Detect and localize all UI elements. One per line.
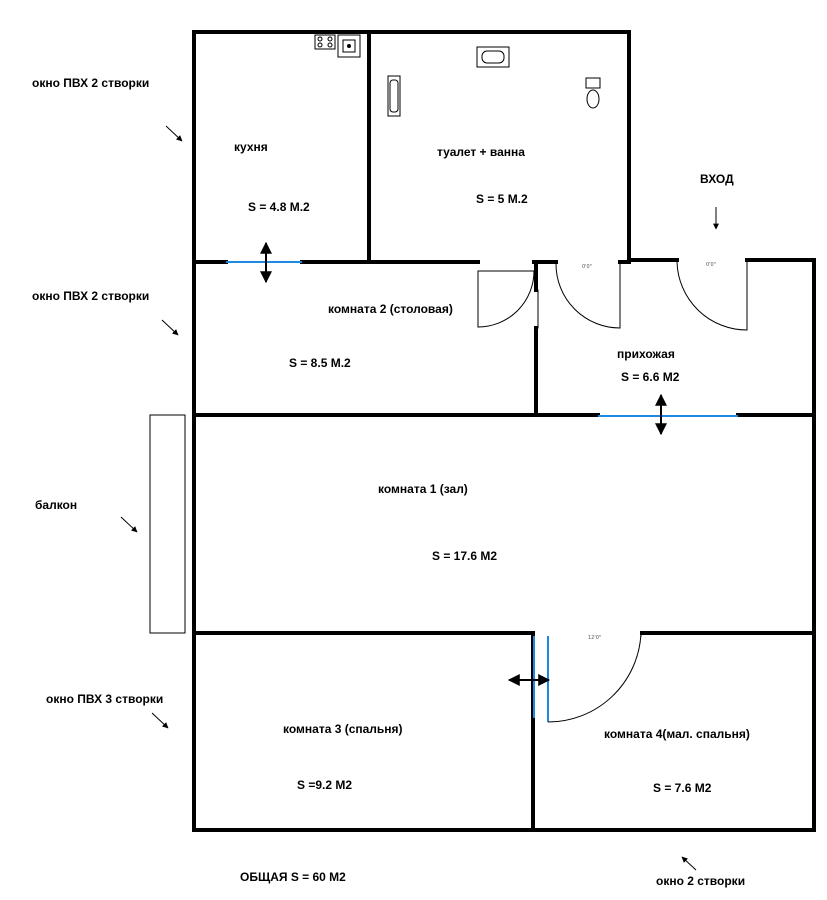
room-hallway-area: S = 6.6 М2 [621,370,680,384]
room-smallbed-name: комната 4(мал. спальня) [604,727,750,741]
door-dining-jamb [534,289,539,329]
arrow-window-dining [161,319,179,336]
door-dining [477,270,535,328]
fixtures [314,34,601,117]
balcony-shape [149,414,186,634]
arrow-balcony [120,516,138,533]
bathtub-icon [387,75,401,117]
room-hallway-name: прихожая [617,347,675,361]
arrow-window-kitchen [165,125,183,142]
label-window-smallbed: окно 2 створки [656,874,745,888]
pointer-arrows [120,125,719,871]
room-bedroom-name: комната 3 (спальня) [283,722,403,736]
door-mark-bedroom: 12'0" [588,635,601,641]
door-entry [676,260,748,331]
label-total-area: ОБЩАЯ S = 60 М2 [240,870,346,884]
sink-icon [337,34,361,58]
door-mark-entry: 0'0" [706,262,716,268]
label-window-kitchen: окно ПВХ 2 створки [32,76,149,90]
label-entrance: ВХОД [700,172,734,186]
toilet-icon [585,77,601,109]
room-smallbed-area: S = 7.6 М2 [653,781,712,795]
room-bathroom-name: туалет + ванна [437,145,525,159]
room-living-name: комната 1 (зал) [378,482,468,496]
door-bathroom [555,262,621,329]
doors: 0'0" 0'0" 12'0" [477,260,748,723]
walls [192,30,816,832]
room-kitchen-area: S = 4.8 М.2 [248,200,310,214]
stove-icon [314,34,336,50]
room-dining-name: комната 2 (столовая) [328,302,453,316]
openings [226,261,738,722]
room-kitchen-name: кухня [234,140,268,154]
room-dining-area: S = 8.5 М.2 [289,356,351,370]
passage-arrows [260,241,667,686]
room-bedroom-area: S =9.2 М2 [297,778,352,792]
label-window-dining: окно ПВХ 2 створки [32,289,149,303]
label-window-bedroom: окно ПВХ 3 створки [46,692,163,706]
label-balcony: балкон [35,498,77,512]
washbasin-icon [476,46,510,68]
arrow-window-smallbed [681,856,697,871]
door-smallbed [547,632,642,723]
room-bathroom-area: S = 5 М.2 [476,192,528,206]
arrow-window-bedroom [151,712,169,729]
door-mark-bath: 0'0" [582,264,592,270]
room-living-area: S = 17.6 М2 [432,549,497,563]
